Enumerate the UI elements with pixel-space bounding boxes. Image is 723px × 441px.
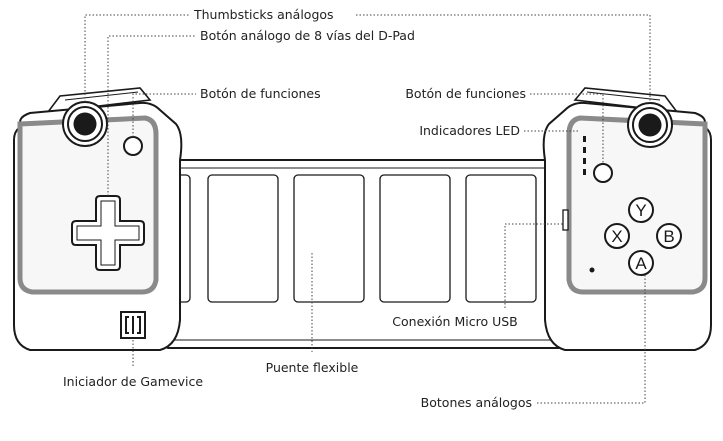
label-dpad: Botón análogo de 8 vías del D-Pad (200, 28, 415, 43)
face-button-a: A (628, 250, 654, 276)
label-function-right: Botón de funciones (405, 86, 526, 101)
face-button-x: X (604, 223, 630, 249)
labels: Thumbsticks análogos Botón análogo de 8 … (63, 7, 532, 410)
left-thumbstick-icon (73, 112, 97, 136)
face-button-b-label: B (663, 227, 674, 246)
flexible-bridge (162, 159, 584, 349)
left-grip (13, 87, 183, 351)
bridge-segment (293, 174, 365, 303)
label-thumbsticks: Thumbsticks análogos (193, 7, 334, 22)
indicator-dot (589, 267, 595, 273)
face-button-b: B (656, 223, 682, 249)
led-indicators-icon (583, 136, 586, 175)
left-function-button-icon (123, 136, 143, 156)
face-button-y: Y (628, 197, 654, 223)
right-thumbstick-icon (638, 113, 662, 137)
face-button-y-label: Y (635, 201, 646, 220)
bridge-segment (379, 174, 451, 303)
label-gamevice-initiator: Iniciador de Gamevice (63, 374, 203, 389)
label-function-left: Botón de funciones (200, 86, 321, 101)
leader-lines (84, 14, 651, 404)
right-grip: Y X B A (542, 87, 712, 351)
face-button-a-label: A (635, 254, 647, 273)
bridge-segment (207, 174, 279, 303)
bridge-segment (465, 174, 537, 303)
label-flexible-bridge: Puente flexible (266, 360, 359, 375)
micro-usb-port-icon (562, 209, 569, 231)
label-analog-buttons: Botones análogos (421, 395, 532, 410)
label-led: Indicadores LED (419, 123, 520, 138)
face-button-x-label: X (611, 227, 622, 246)
dpad-icon (71, 195, 145, 271)
gamevice-initiator-icon (120, 311, 146, 339)
right-function-button-icon (593, 163, 613, 183)
label-micro-usb: Conexión Micro USB (392, 314, 517, 329)
